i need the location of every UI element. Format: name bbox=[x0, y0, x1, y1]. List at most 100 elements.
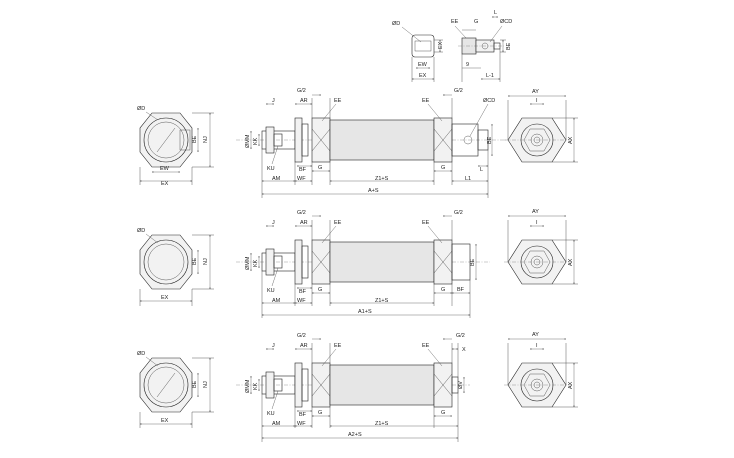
label-be-small: BE bbox=[506, 42, 512, 50]
label-a1s-row2: A1+S bbox=[358, 309, 372, 315]
label-ee-row1-front: EE bbox=[334, 98, 342, 104]
row2-side-view: AM WF Z1+S G BF G BF A1+S AR G/2 EE EE G… bbox=[236, 210, 490, 318]
label-kk-row3: KK bbox=[253, 382, 259, 390]
label-wf-row2: WF bbox=[297, 298, 306, 304]
label-bf-row2-rear: BF bbox=[457, 287, 465, 293]
rear-clevis-end-view: EX EW EX ØD bbox=[392, 21, 444, 82]
label-g-row1-rear: G bbox=[441, 165, 445, 171]
label-nj-row3: NJ bbox=[203, 381, 209, 388]
label-omm-row2: ØMM bbox=[245, 256, 251, 270]
label-be-row2-front: BE bbox=[192, 257, 198, 265]
label-ar-row3: AR bbox=[300, 343, 308, 349]
label-bf-row3: BF bbox=[299, 412, 307, 418]
label-ocd-small: ØCD bbox=[500, 19, 512, 25]
label-z1s-row2: Z1+S bbox=[375, 298, 389, 304]
label-be-row1-front: BE bbox=[192, 135, 198, 143]
label-ku-row3: KU bbox=[267, 411, 275, 417]
label-j-row3: J bbox=[272, 343, 275, 349]
row2-front-end-view: EX NJ BE ØD bbox=[137, 228, 214, 306]
label-9-small: 9 bbox=[466, 62, 469, 68]
label-ee-row3-front: EE bbox=[334, 343, 342, 349]
label-g-row2-front: G bbox=[318, 287, 322, 293]
label-kk-row2: KK bbox=[253, 259, 259, 267]
label-ov-row3: ØV bbox=[458, 381, 464, 389]
label-od-small: ØD bbox=[392, 21, 400, 27]
label-g2-row3-rear: G/2 bbox=[456, 333, 465, 339]
label-omm-row3: ØMM bbox=[245, 379, 251, 393]
label-i-row3: I bbox=[536, 343, 538, 349]
label-ex-row2: EX bbox=[161, 295, 169, 301]
label-ax-row3: AX bbox=[568, 381, 574, 389]
label-ar-row2: AR bbox=[300, 220, 308, 226]
label-z1s-row1: Z1+S bbox=[375, 176, 389, 182]
label-g-row3-rear: G bbox=[441, 410, 445, 416]
label-ew-row1: EW bbox=[160, 166, 170, 172]
label-j-row2: J bbox=[272, 220, 275, 226]
label-g-small: G bbox=[474, 19, 478, 25]
label-wf-row3: WF bbox=[297, 421, 306, 427]
label-nj-row2: NJ bbox=[203, 258, 209, 265]
label-kk-row1: KK bbox=[253, 137, 259, 145]
label-am-row1: AM bbox=[272, 176, 281, 182]
label-j-row1: J bbox=[272, 98, 275, 104]
row3-side-view: AM WF Z1+S G G BF A2+S AR G/2 EE EE G/2 … bbox=[236, 333, 470, 442]
rear-clevis-side-view: BE EE G L ØCD 9 L-1 bbox=[451, 10, 512, 82]
label-l-1-small: L-1 bbox=[486, 73, 494, 79]
label-l-small: L bbox=[494, 10, 497, 16]
label-z1s-row3: Z1+S bbox=[375, 421, 389, 427]
label-ku-row1: KU bbox=[267, 166, 275, 172]
label-g-row1-front: G bbox=[318, 165, 322, 171]
label-omm-row1: ØMM bbox=[245, 134, 251, 148]
label-ocd-row1: ØCD bbox=[483, 98, 495, 104]
label-ex-small-bottom: EX bbox=[419, 73, 427, 79]
label-ax-row1: AX bbox=[568, 136, 574, 144]
label-a2s-row3: A2+S bbox=[348, 432, 362, 438]
label-ee-row1-rear: EE bbox=[422, 98, 430, 104]
label-ay-row3: AY bbox=[532, 332, 539, 338]
label-am-row3: AM bbox=[272, 421, 281, 427]
label-am-row2: AM bbox=[272, 298, 281, 304]
label-g2-row2-front: G/2 bbox=[297, 210, 306, 216]
label-ay-row2: AY bbox=[532, 209, 539, 215]
row1-side-view: AM WF Z1+S L1 G G BF L A+S AR G/2 EE EE … bbox=[236, 88, 506, 198]
row2-rear-end-view: AY I AX bbox=[504, 209, 578, 285]
label-od-row2: ØD bbox=[137, 228, 145, 234]
label-ku-row2: KU bbox=[267, 288, 275, 294]
row1-front-end-view: EX EW NJ BE ØD bbox=[137, 106, 214, 187]
row3-rear-end-view: AY I AX bbox=[504, 332, 578, 408]
label-g2-row2-rear: G/2 bbox=[454, 210, 463, 216]
label-ay-row1: AY bbox=[532, 89, 539, 95]
label-nj-row1: NJ bbox=[203, 136, 209, 143]
label-g-row3-front: G bbox=[318, 410, 322, 416]
row1-rear-end-view: AY I AX bbox=[504, 89, 578, 163]
label-g-row2-rear: G bbox=[441, 287, 445, 293]
label-be-row2-rear: BE bbox=[470, 258, 476, 266]
label-g2-row1-front: G/2 bbox=[297, 88, 306, 94]
label-ex-row3: EX bbox=[161, 418, 169, 424]
label-ex-row1: EX bbox=[161, 181, 169, 187]
label-be-row1-rear: BE bbox=[487, 136, 493, 144]
label-be-row3-front: BE bbox=[192, 380, 198, 388]
label-g2-row1-rear: G/2 bbox=[454, 88, 463, 94]
label-bf-row1: BF bbox=[299, 167, 307, 173]
label-bf-row2: BF bbox=[299, 289, 307, 295]
label-ee-row2-rear: EE bbox=[422, 220, 430, 226]
label-g2-row3-front: G/2 bbox=[297, 333, 306, 339]
label-ee-small: EE bbox=[451, 19, 459, 25]
label-i-row2: I bbox=[536, 220, 538, 226]
row3-front-end-view: EX NJ BE ØD bbox=[137, 351, 214, 428]
label-od-row3: ØD bbox=[137, 351, 145, 357]
label-x-row3: X bbox=[462, 347, 466, 353]
label-ee-row2-front: EE bbox=[334, 220, 342, 226]
label-ax-row2: AX bbox=[568, 258, 574, 266]
label-ex-small: EX bbox=[438, 41, 444, 49]
label-od-row1: ØD bbox=[137, 106, 145, 112]
label-l-row1: L bbox=[480, 167, 483, 173]
label-ar-row1: AR bbox=[300, 98, 308, 104]
label-l1-row1: L1 bbox=[465, 176, 471, 182]
label-wf-row1: WF bbox=[297, 176, 306, 182]
label-as-row1: A+S bbox=[368, 188, 379, 194]
label-i-row1: I bbox=[536, 98, 538, 104]
label-ew-small: EW bbox=[418, 62, 428, 68]
